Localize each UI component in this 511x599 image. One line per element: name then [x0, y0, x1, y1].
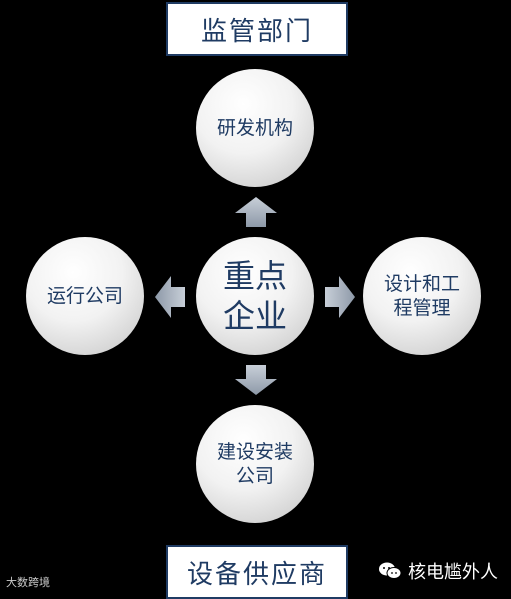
wechat-account-name: 核电尴外人 — [408, 562, 498, 583]
node-rnd-institution-label: 研发机构 — [216, 117, 293, 139]
arrow-left-icon — [155, 276, 185, 318]
node-key-enterprise: 重点企业 — [196, 237, 314, 355]
node-rnd-institution: 研发机构 — [196, 69, 314, 187]
arrow-right-icon — [325, 276, 355, 318]
arrow-up-icon — [235, 197, 277, 227]
node-operating-company-label: 运行公司 — [46, 285, 123, 307]
wechat-watermark: 核电尴外人 — [378, 558, 498, 584]
node-key-enterprise-label: 重点企业 — [222, 257, 287, 335]
equipment-supplier-box: 设备供应商 — [166, 545, 348, 599]
arrow-down-icon — [235, 365, 277, 395]
node-construction-installation-label: 建设安装公司 — [216, 441, 293, 487]
supervision-department-label: 监管部门 — [200, 16, 313, 47]
supervision-department-box: 监管部门 — [166, 2, 348, 56]
node-design-engineering-label: 设计和工程管理 — [383, 273, 460, 319]
equipment-supplier-label: 设备供应商 — [186, 559, 327, 590]
source-watermark: 大数跨境 — [6, 574, 50, 590]
source-watermark-text: 大数跨境 — [6, 576, 50, 589]
node-design-engineering: 设计和工程管理 — [363, 237, 481, 355]
node-construction-installation: 建设安装公司 — [196, 405, 314, 523]
node-operating-company: 运行公司 — [26, 237, 144, 355]
wechat-icon — [379, 562, 402, 579]
